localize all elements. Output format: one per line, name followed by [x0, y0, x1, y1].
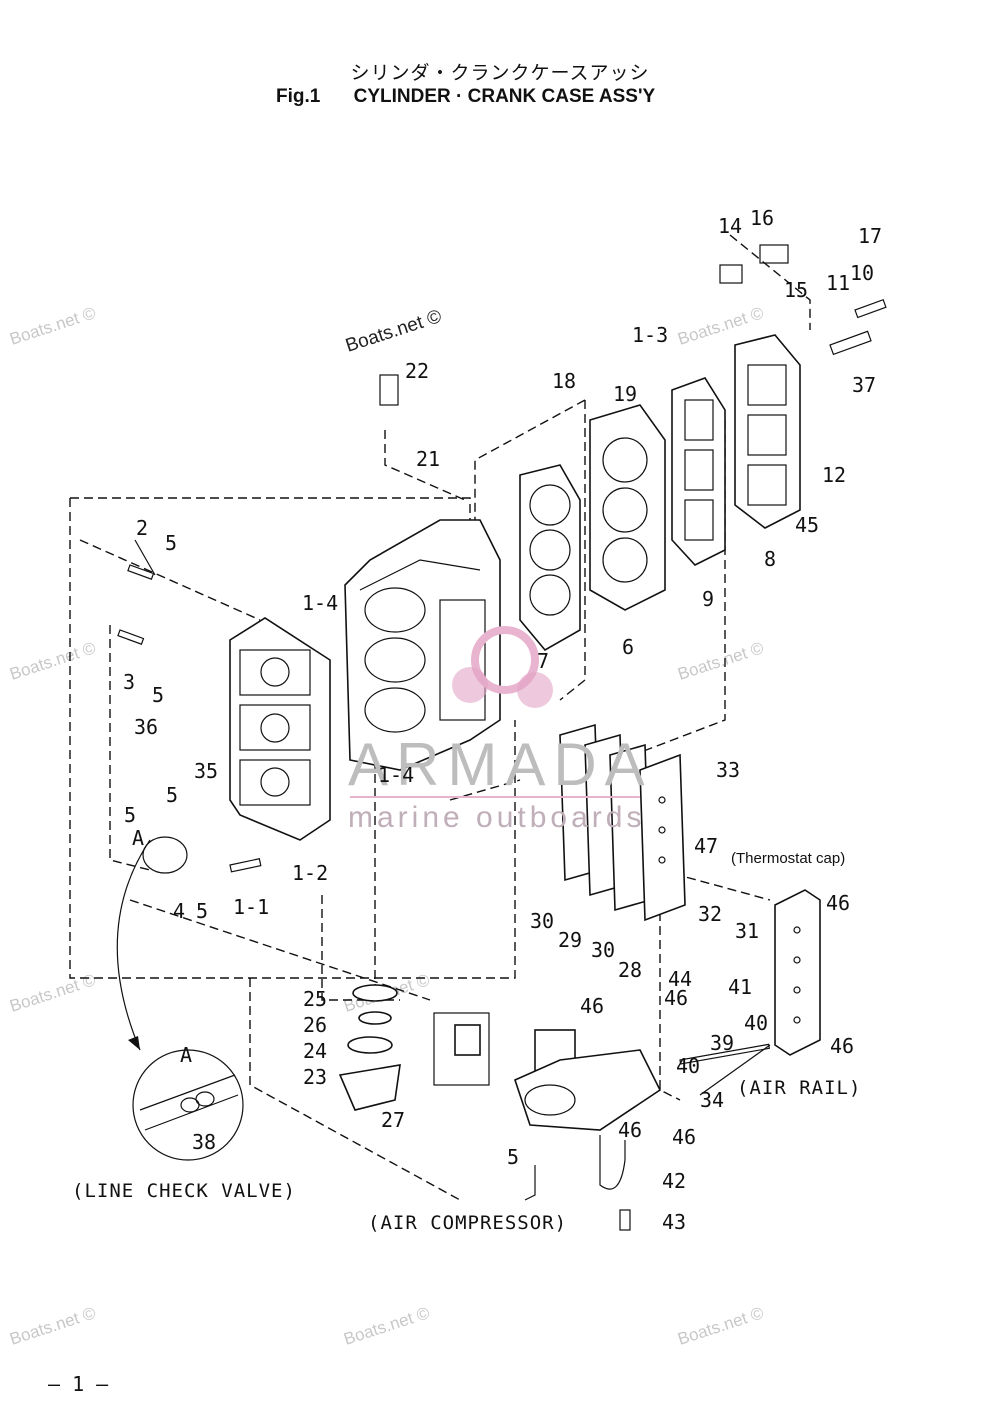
part-label: 46: [826, 891, 850, 915]
caption-air-rail: (AIR RAIL): [737, 1077, 861, 1099]
part-label: 22: [405, 359, 429, 383]
part-label: 7: [537, 649, 549, 673]
part-label: 44: [668, 967, 692, 991]
part-label: 1-3: [632, 323, 668, 347]
title-japanese: シリンダ・クランクケースアッシ: [350, 62, 650, 84]
part-labels: 14 16 17 15 11 10 1-3 37 18 19 22 21 12 …: [123, 206, 882, 1234]
part-label: 38: [192, 1130, 216, 1154]
air-compressor: [514, 1029, 662, 1201]
part-label: 5: [152, 683, 164, 707]
part-label: 46: [618, 1118, 642, 1142]
part-label: 25: [303, 987, 327, 1011]
part-label: 41: [728, 975, 752, 999]
part-label: 5: [165, 531, 177, 555]
part-label: 46: [672, 1125, 696, 1149]
cylinder-block: [344, 519, 501, 771]
brand-watermark: ARMADA marine outboards: [348, 626, 653, 834]
watermark-site-dark: Boats.net ©: [343, 306, 444, 357]
part-label: 43: [662, 1210, 686, 1234]
part-label: 8: [764, 547, 776, 571]
part-label: 14: [718, 214, 742, 238]
part-label: 46: [664, 986, 688, 1010]
part-label: 39: [710, 1031, 734, 1055]
part-label: 15: [784, 278, 808, 302]
fasteners: [117, 244, 887, 1231]
caption-line-check-valve: (LINE CHECK VALVE): [72, 1180, 296, 1202]
watermark-site: Boats.net ©: [341, 1303, 432, 1349]
page-number: — 1 —: [48, 1372, 109, 1396]
part-label: 40: [744, 1011, 768, 1035]
watermark-site: Boats.net ©: [7, 303, 98, 349]
part-label: 34: [700, 1088, 724, 1112]
watermark-site: Boats.net ©: [675, 1303, 766, 1349]
part-label: 5: [196, 899, 208, 923]
part-label: 33: [716, 758, 740, 782]
title-english: Fig.1 CYLINDER · CRANK CASE ASS'Y: [276, 86, 655, 108]
part-label: 11: [826, 271, 850, 295]
part-label: 46: [830, 1034, 854, 1058]
part-label: 5: [124, 803, 136, 827]
part-label: 3: [123, 670, 135, 694]
fig-label: Fig.1: [276, 86, 321, 107]
crankcase-block: [229, 617, 331, 841]
cylinder-head-gasket: [519, 464, 581, 652]
brand-name: ARMADA: [348, 731, 653, 798]
caption-thermostat-cap: (Thermostat cap): [731, 850, 845, 867]
part-label: 16: [750, 206, 774, 230]
part-label: 5: [166, 783, 178, 807]
caption-detail-a: A: [180, 1043, 192, 1067]
part-label: 9: [702, 587, 714, 611]
part-label: 47: [694, 834, 718, 858]
part-label: 18: [552, 369, 576, 393]
watermark-site: Boats.net ©: [675, 638, 766, 684]
part-label: 19: [613, 382, 637, 406]
part-label: 26: [303, 1013, 327, 1037]
part-label: 21: [416, 447, 440, 471]
air-rail: [774, 889, 821, 1056]
captions: (LINE CHECK VALVE) (AIR COMPRESSOR) (AIR…: [72, 826, 861, 1234]
part-label: 12: [822, 463, 846, 487]
head-cover: [734, 334, 801, 529]
part-label: 37: [852, 373, 876, 397]
part-label: 4: [173, 899, 185, 923]
head-cover-gasket: [671, 377, 726, 566]
watermark-site: Boats.net ©: [7, 1303, 98, 1349]
part-label: 46: [580, 994, 604, 1018]
part-label: 10: [850, 261, 874, 285]
caption-air-compressor: (AIR COMPRESSOR): [368, 1212, 567, 1234]
part-label: 17: [858, 224, 882, 248]
part-label: 42: [662, 1169, 686, 1193]
brand-subtitle: marine outboards: [348, 801, 645, 834]
part-label: 24: [303, 1039, 327, 1063]
part-label: 29: [558, 928, 582, 952]
thermostat-stack: [338, 984, 490, 1111]
part-label: 5: [507, 1145, 519, 1169]
watermark-site: Boats.net ©: [7, 970, 98, 1016]
detail-a-circle: [116, 836, 244, 1161]
part-label: 23: [303, 1065, 327, 1089]
part-label: 6: [622, 635, 634, 659]
part-label: 45: [795, 513, 819, 537]
part-label: 1-4: [378, 763, 414, 787]
caption-detail-a-small: A: [132, 826, 144, 850]
part-label: 1-2: [292, 861, 328, 885]
cylinder-head: [589, 404, 666, 611]
fig-title: CYLINDER · CRANK CASE ASS'Y: [353, 86, 656, 107]
part-label: 36: [134, 715, 158, 739]
exhaust-cover-stack: [559, 723, 686, 922]
part-label: 30: [591, 938, 615, 962]
part-label: 32: [698, 902, 722, 926]
part-label: 31: [735, 919, 759, 943]
part-label: 40: [676, 1054, 700, 1078]
part-label: 2: [136, 516, 148, 540]
part-label: 1-4: [302, 591, 338, 615]
part-label: 1-1: [233, 895, 269, 919]
watermark-site: Boats.net ©: [7, 638, 98, 684]
part-label: 27: [381, 1108, 405, 1132]
part-label: 30: [530, 909, 554, 933]
part-label: 28: [618, 958, 642, 982]
part-label: 35: [194, 759, 218, 783]
